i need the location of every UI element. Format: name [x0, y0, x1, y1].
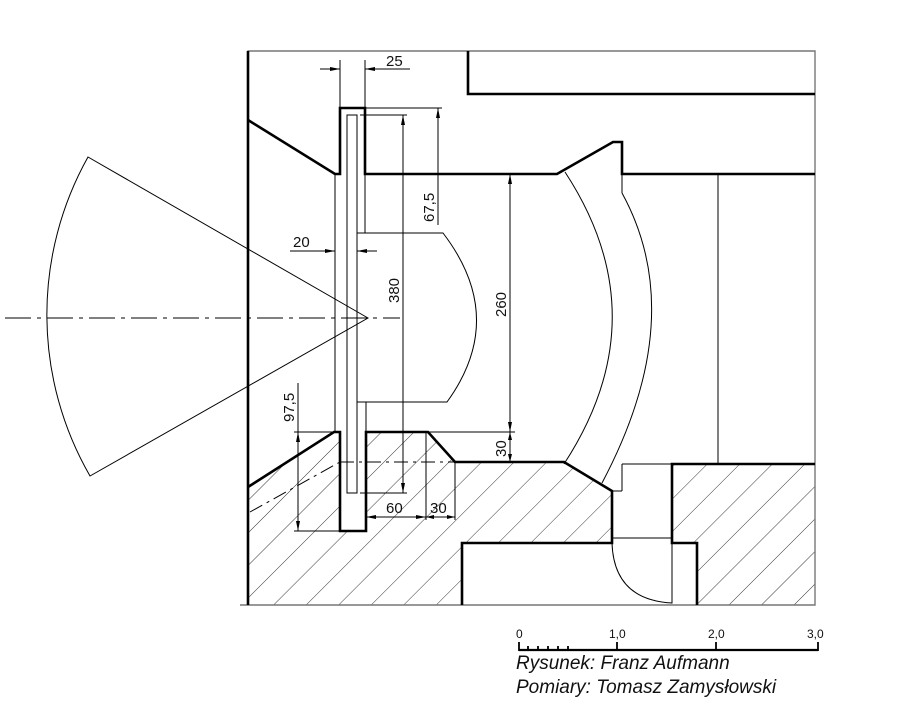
dim-lens-offset-top: 67,5	[421, 193, 438, 222]
upper-inner-contour	[247, 106, 815, 176]
lower-right-wall-section	[672, 464, 815, 605]
dim-lens-height: 380	[386, 278, 403, 303]
hidden-line	[249, 461, 341, 513]
meniscus-lens	[563, 171, 653, 484]
scale-label-2: 2,0	[708, 627, 725, 641]
drawing-frame	[240, 50, 816, 606]
dim-bevel-width: 30	[430, 500, 447, 517]
scale-label-0: 0	[516, 627, 523, 641]
dimension-lines	[290, 60, 515, 532]
field-of-view-sector	[46, 156, 370, 477]
glass-pane	[346, 114, 358, 494]
upper-contour	[466, 51, 815, 96]
scale-label-1: 1,0	[609, 627, 626, 641]
dim-opening-height: 260	[493, 292, 510, 317]
dim-bottom-step: 30	[493, 440, 510, 457]
door-swing-arc	[611, 542, 673, 604]
dim-slot-width: 25	[386, 53, 403, 70]
scale-label-3: 3,0	[807, 627, 824, 641]
lower-wall-section	[248, 432, 612, 605]
dim-lens-thickness: 20	[293, 234, 310, 251]
dim-lower-offset: 97,5	[281, 393, 298, 422]
dim-bottom-depth: 60	[386, 500, 403, 517]
scale-bar: 0 1,0 2,0 3,0	[516, 627, 824, 652]
plano-convex-lens	[357, 232, 477, 403]
credit-measurements: Pomiary: Tomasz Zamysłowski	[516, 677, 777, 698]
dimension-arrows	[296, 67, 512, 531]
credit-drawing: Rysunek: Franz Aufmann	[516, 653, 730, 674]
